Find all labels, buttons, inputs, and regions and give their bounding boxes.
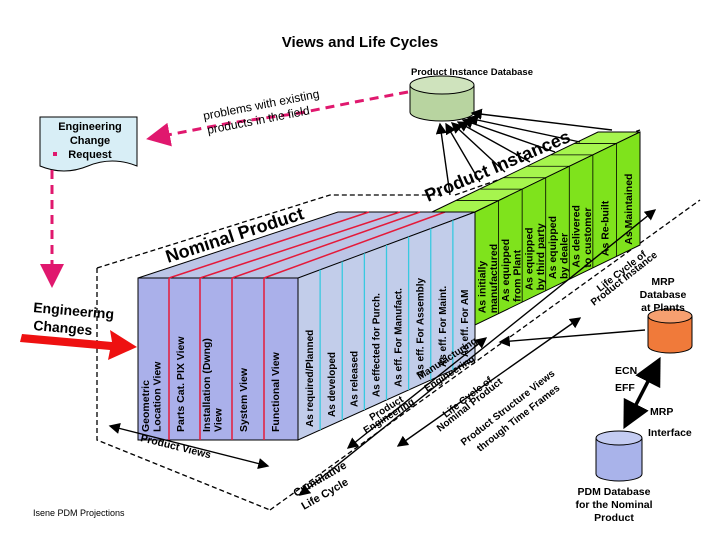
time-view-label: As eff. For Manufact. [394,288,405,387]
ecr-line3: Request [68,149,112,161]
life-cycle-arrows [298,209,657,496]
product-view-labels: GeometricLocation View Parts Cat. PIX Vie… [140,336,282,432]
instance-view-label: As equippedby third party [523,223,547,290]
mrp-db-line3: at Plants [641,302,685,314]
time-view-label: As effected for Purch. [371,293,382,397]
mrp-database-icon [647,308,693,354]
product-view-label: GeometricLocation View [140,361,164,432]
mrp-interface-arrow [623,356,661,430]
time-view-label: As required/Planned [305,330,316,427]
instance-view-label: As deliveredto customer [571,205,595,267]
ecr-bullet [53,152,57,156]
field-problems-dashed-line [146,90,409,147]
instance-view-label: As Re-built [600,200,612,256]
product-view-label: System View [238,367,250,432]
product-instance-database-label: Product Instance Database [411,67,533,78]
mrp-db-line1: MRP [651,276,674,288]
eff-label: EFF [615,382,635,394]
engineering-changes-line2: Changes [33,317,94,338]
pdm-db-line3: Product [594,512,634,524]
product-view-label: Parts Cat. PIX View [175,336,187,432]
ecn-label: ECN [615,365,637,377]
footer-credit: Isene PDM Projections [33,508,125,518]
ecr-line2: Change [70,135,110,147]
instance-to-database-arrows [435,108,613,196]
product-instance-database-icon [409,75,475,122]
mrp-db-line2: Database [640,289,687,301]
pdm-database-icon [595,430,643,482]
engineering-changes-line1: Engineering [33,299,115,322]
mrp-interface-line1: MRP [650,406,673,418]
pdm-db-line1: PDM Database [578,486,651,498]
engineering-changes-arrow [20,330,137,360]
pdm-db-line2: for the Nominal [575,499,652,511]
product-view-label: Functional View [270,351,282,432]
time-view-label: As eff. For Assembly [416,277,427,377]
mrp-interface-line2: Interface [648,427,692,439]
engineering-change-request-box [39,116,138,172]
ecr-line1: Engineering [58,121,122,133]
product-views-dimension [108,422,270,470]
time-view-label: As developed [327,352,338,417]
diagram-title: Views and Life Cycles [282,34,438,51]
product-views-front-face [137,277,299,441]
time-view-label: As released [349,351,360,407]
